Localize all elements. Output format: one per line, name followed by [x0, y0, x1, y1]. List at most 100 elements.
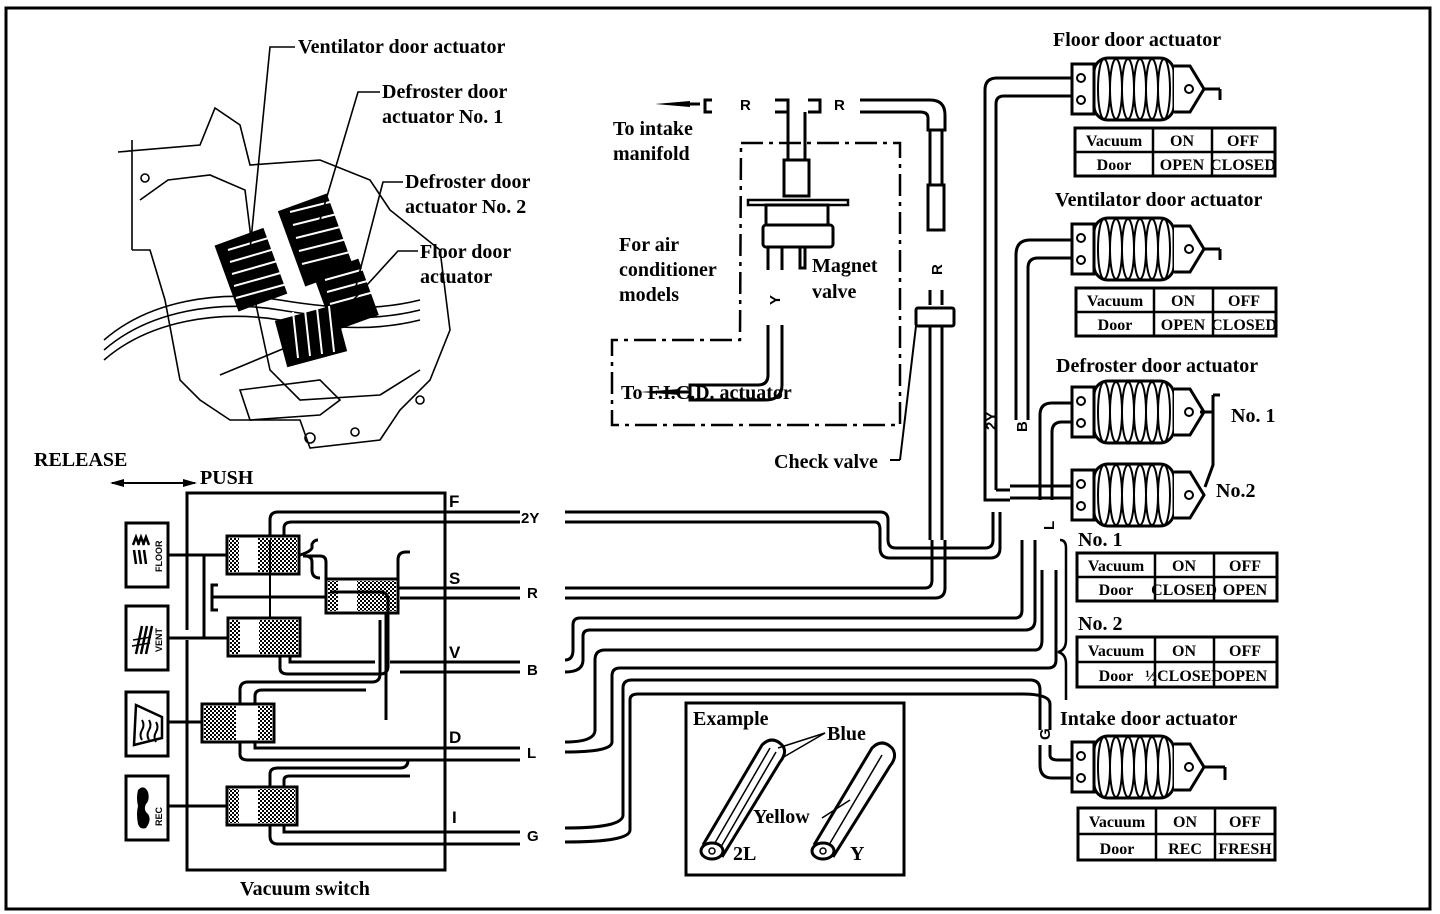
ventilator-actuator-title: Ventilator door actuator: [1055, 189, 1263, 211]
hose-r-left: R: [740, 97, 751, 114]
defroster-no2-actuator: [1070, 462, 1206, 528]
floor-actuator: [1070, 56, 1222, 122]
cell: Door: [1097, 157, 1132, 174]
hose-code-g: G: [527, 828, 539, 845]
floor-button-label: FLOOR: [154, 540, 164, 572]
label-defroster-no1-line2: actuator No. 1: [382, 106, 503, 128]
hose-code-r: R: [527, 585, 538, 602]
hose-r-right: R: [834, 97, 845, 114]
for-ac-line3: models: [619, 284, 679, 306]
example-box: [684, 701, 906, 877]
cell: OPEN: [1223, 582, 1268, 599]
port-d: D: [449, 728, 461, 747]
cell: OFF: [1228, 293, 1260, 310]
cell: ON: [1172, 643, 1196, 660]
cell: FRESH: [1218, 841, 1272, 858]
release-push-arrow: [110, 479, 197, 487]
vertical-code-l: L: [1041, 521, 1058, 530]
cell: CLOSED: [1151, 582, 1217, 599]
cell: Vacuum: [1086, 133, 1143, 150]
example-2l-label: 2L: [733, 843, 756, 865]
cell: OFF: [1229, 643, 1261, 660]
label-defroster-no2-line1: Defroster door: [405, 171, 530, 193]
rec-button[interactable]: REC: [124, 774, 170, 842]
intake-actuator-title: Intake door actuator: [1060, 708, 1238, 730]
to-intake-manifold-line2: manifold: [613, 143, 690, 165]
defroster-no1-table: Vacuum ON OFF Door CLOSED OPEN: [1075, 551, 1279, 603]
recirculate-car-icon: [137, 787, 150, 829]
spool-valve-rec: [225, 785, 299, 827]
hose-code-2y: 2Y: [521, 510, 539, 527]
example-blue-label: Blue: [827, 723, 866, 745]
intake-actuator-table: Vacuum ON OFF Door REC FRESH: [1076, 806, 1277, 862]
cell: OFF: [1229, 558, 1261, 575]
defroster-no1-bellows-illustration: [277, 193, 355, 287]
vent-button[interactable]: VENT: [124, 604, 170, 672]
cell: Door: [1100, 841, 1135, 858]
example-title: Example: [693, 708, 769, 730]
floor-vent-icon: [131, 533, 151, 565]
floor-bellows-illustration: [219, 304, 348, 376]
magnet-valve-assembly: [610, 98, 956, 540]
hose-y-label: Y: [767, 295, 784, 305]
cell: Vacuum: [1088, 643, 1145, 660]
cell: Door: [1098, 317, 1133, 334]
ventilator-actuator: [1070, 216, 1222, 282]
cell: OPEN: [1223, 668, 1268, 685]
cell: Vacuum: [1087, 293, 1144, 310]
ventilator-actuator-table: Vacuum ON OFF Door OPEN CLOSED: [1074, 286, 1278, 338]
label-defroster-no2-line2: actuator No. 2: [405, 196, 526, 218]
defroster-actuator-title: Defroster door actuator: [1056, 355, 1258, 377]
rec-button-label: REC: [154, 806, 164, 826]
vertical-code-g: G: [1037, 728, 1054, 740]
cell: Door: [1099, 582, 1134, 599]
cell: CLOSED: [1211, 317, 1277, 334]
to-intake-manifold-line1: To intake: [613, 118, 693, 140]
vacuum-switch: [185, 491, 447, 872]
cell: ON: [1172, 558, 1196, 575]
hose-code-l: L: [527, 745, 536, 762]
floor-actuator-title: Floor door actuator: [1053, 29, 1221, 51]
defrost-button[interactable]: [124, 690, 170, 758]
cell: OPEN: [1160, 157, 1205, 174]
magnet-valve-line2: valve: [812, 281, 857, 303]
spool-valve-vent: [226, 616, 302, 658]
cell: OFF: [1227, 133, 1259, 150]
vertical-code-b: B: [1014, 421, 1031, 432]
label-defroster-no1-line1: Defroster door: [382, 81, 507, 103]
hose-code-b: B: [527, 662, 538, 679]
cell: OFF: [1229, 814, 1261, 831]
to-ficd-label: To F.I.C.D. actuator: [621, 382, 792, 404]
actuator-shapes: [1070, 56, 1227, 800]
cell: ON: [1171, 293, 1195, 310]
port-s: S: [449, 569, 460, 588]
port-i: I: [452, 808, 457, 827]
defroster-no2-table: Vacuum ON OFF Door ½CLOSED OPEN: [1075, 635, 1279, 689]
defroster-brace: [1057, 538, 1068, 700]
vent-button-label: VENT: [154, 627, 164, 652]
check-valve-label: Check valve: [774, 451, 878, 473]
magnet-valve-line1: Magnet: [812, 255, 878, 277]
spool-valve-floor: [225, 534, 301, 576]
cell: CLOSED: [1210, 157, 1276, 174]
vertical-code-2y: 2Y: [983, 412, 1000, 430]
heater-unit-illustration: [103, 46, 451, 449]
cell: REC: [1168, 841, 1202, 858]
vent-icon: [131, 625, 154, 655]
diagram-frame: [4, 6, 1432, 911]
example-yellow-label: Yellow: [753, 806, 810, 828]
vertical-hoses: [983, 76, 1075, 780]
defroster-no2-label: No. 2: [1078, 613, 1122, 635]
port-f: F: [449, 492, 459, 511]
cell: ½CLOSED: [1145, 668, 1223, 685]
switch-internal-hoses: [238, 510, 520, 846]
cell: ON: [1170, 133, 1194, 150]
defroster-no1-label: No. 1: [1078, 529, 1122, 551]
defroster-no1-tag: No. 1: [1231, 405, 1275, 427]
port-v: V: [449, 643, 461, 662]
floor-button[interactable]: FLOOR: [124, 521, 170, 589]
vacuum-switch-label: Vacuum switch: [240, 878, 370, 900]
push-label: PUSH: [200, 467, 254, 489]
defrost-icon: [132, 703, 164, 747]
